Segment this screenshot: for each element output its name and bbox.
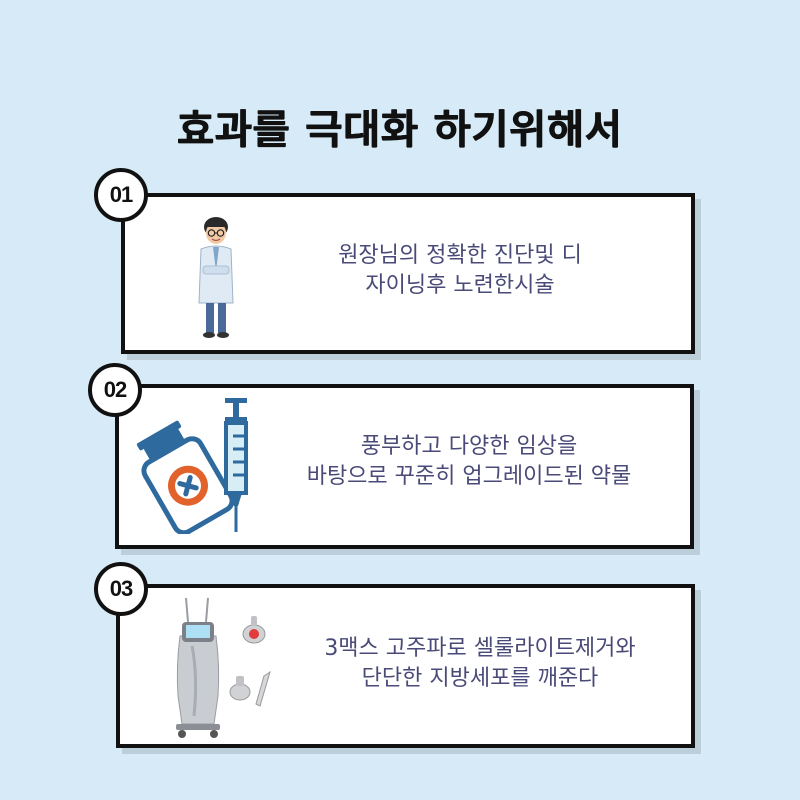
card-1-text: 원장님의 정확한 진단및 디 자이닝후 노련한시술: [295, 241, 625, 301]
card-3-line-1: 3맥스 고주파로 셀룰라이트제거와: [324, 636, 636, 661]
feature-card-2: 풍부하고 다양한 임상을 바탕으로 꾸준히 업그레이드된 약물: [115, 384, 694, 549]
step-badge-03: 03: [94, 562, 148, 616]
card-2-text: 풍부하고 다양한 임상을 바탕으로 꾸준히 업그레이드된 약물: [259, 432, 679, 492]
card-3-line-2: 단단한 지방세포를 깨준다: [361, 666, 599, 691]
doctor-illustration: [198, 217, 234, 338]
card-2-line-2: 바탕으로 꾸준히 업그레이드된 약물: [306, 464, 632, 489]
card-3-text: 3맥스 고주파로 셀룰라이트제거와 단단한 지방세포를 깨준다: [270, 634, 690, 694]
page-title: 효과를 극대화 하기위해서: [177, 106, 623, 153]
card-1-line-2: 자이닝후 노련한시술: [365, 273, 555, 298]
feature-card-3: 3맥스 고주파로 셀룰라이트제거와 단단한 지방세포를 깨준다: [116, 584, 695, 748]
feature-card-1: 원장님의 정확한 진단및 디 자이닝후 노련한시술: [121, 193, 695, 354]
step-badge-02: 02: [88, 363, 142, 417]
step-badge-01: 01: [94, 168, 148, 222]
body-contouring-device: [176, 597, 271, 738]
medicine-syringe-icon: [136, 398, 248, 534]
card-2-line-1: 풍부하고 다양한 임상을: [360, 434, 578, 459]
card-1-line-1: 원장님의 정확한 진단및 디: [338, 243, 582, 268]
